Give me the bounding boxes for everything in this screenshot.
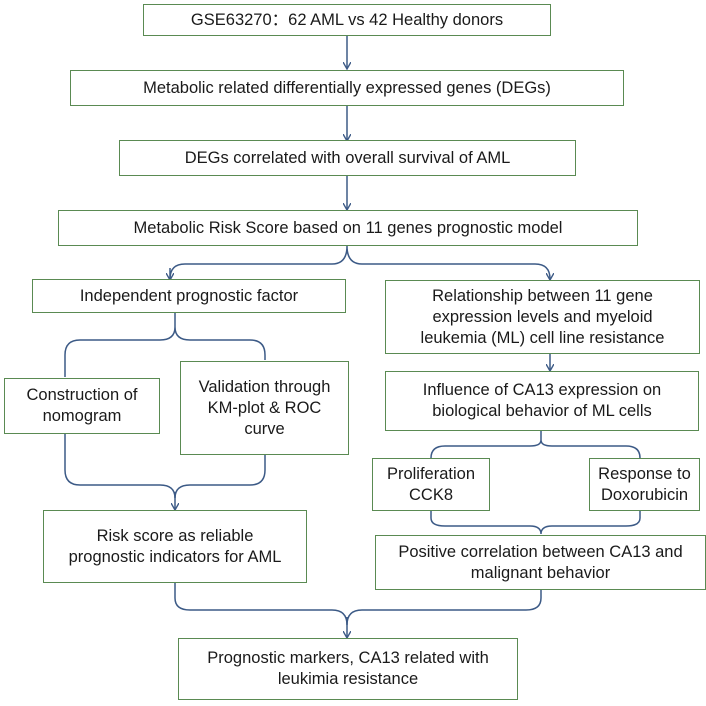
survival-text: DEGs correlated with overall survival of… xyxy=(184,148,511,167)
dataset-text: GSE63270：62 AML vs 42 Healthy donors xyxy=(190,10,504,29)
nomogram-text: Construction of nomogram xyxy=(26,386,138,425)
brace-final-merge xyxy=(174,583,542,626)
doxorubicin-text: Response to Doxorubicin xyxy=(598,464,691,504)
independent-box: Independent prognostic factor xyxy=(32,279,346,313)
brace-independent-split xyxy=(64,313,266,377)
independent-text: Independent prognostic factor xyxy=(79,286,299,305)
survival-box: DEGs correlated with overall survival of… xyxy=(119,140,576,176)
brace-risk-split xyxy=(169,245,550,279)
final-text: Prognostic markers, CA13 related with le… xyxy=(207,649,489,688)
doxorubicin-box: Response to Doxorubicin xyxy=(589,458,700,511)
validation-box: Validation through KM-plot & ROC curve xyxy=(180,361,349,455)
positive-corr-text: Positive correlation between CA13 and ma… xyxy=(398,542,683,582)
final-box: Prognostic markers, CA13 related with le… xyxy=(178,638,518,700)
risk-model-text: Metabolic Risk Score based on 11 genes p… xyxy=(133,218,563,237)
ca13-influence-text: Influence of CA13 expression on biologic… xyxy=(422,381,662,420)
brace-merge-left xyxy=(64,434,266,499)
proliferation-text: Proliferation CCK8 xyxy=(386,464,476,504)
dataset-box: GSE63270：62 AML vs 42 Healthy donors xyxy=(143,4,551,36)
brace-merge-right xyxy=(430,511,641,535)
relationship-box: Relationship between 11 gene expression … xyxy=(385,280,700,354)
positive-corr-box: Positive correlation between CA13 and ma… xyxy=(375,535,706,590)
proliferation-box: Proliferation CCK8 xyxy=(372,458,490,511)
degs-text: Metabolic related differentially express… xyxy=(143,78,551,97)
nomogram-box: Construction of nomogram xyxy=(4,378,160,434)
reliable-text: Risk score as reliable prognostic indica… xyxy=(68,526,282,566)
risk-model-box: Metabolic Risk Score based on 11 genes p… xyxy=(58,210,638,246)
degs-box: Metabolic related differentially express… xyxy=(70,70,624,106)
reliable-box: Risk score as reliable prognostic indica… xyxy=(43,510,307,583)
relationship-text: Relationship between 11 gene expression … xyxy=(420,286,665,347)
validation-text: Validation through KM-plot & ROC curve xyxy=(198,377,331,438)
brace-ca13-split xyxy=(430,431,641,459)
ca13-influence-box: Influence of CA13 expression on biologic… xyxy=(385,371,699,431)
